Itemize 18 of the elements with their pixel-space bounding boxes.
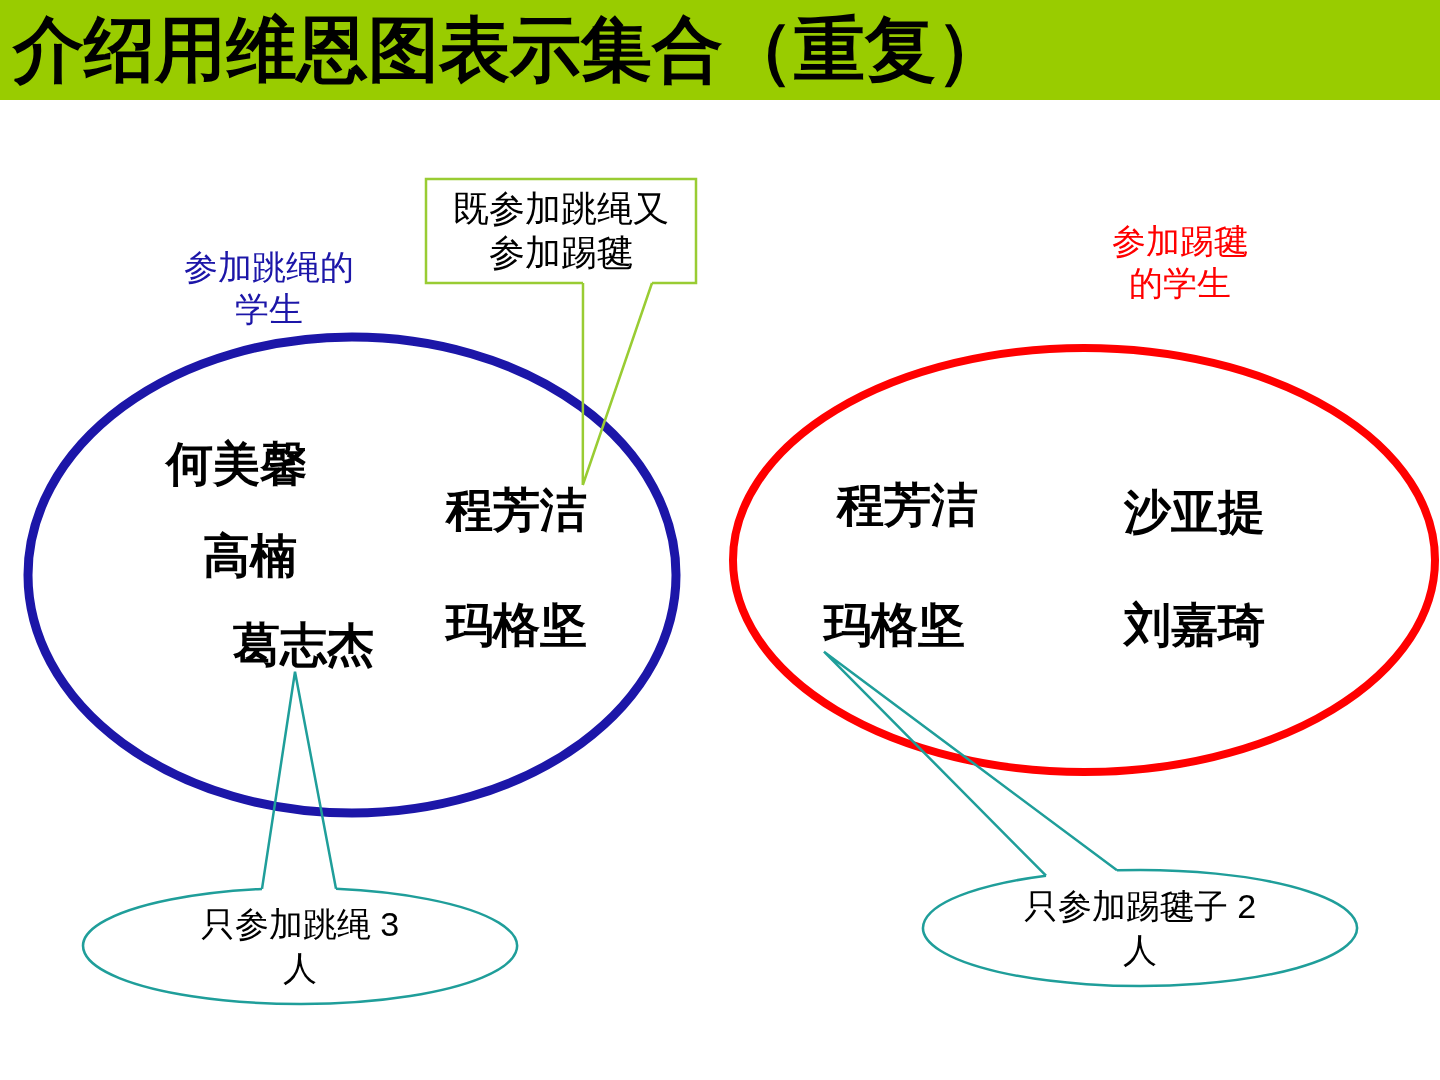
- student-name: 高楠: [203, 531, 297, 583]
- set-label: 参加踢毽的学生: [1111, 221, 1249, 304]
- callout-pointer: [260, 670, 338, 891]
- title: 介绍用维恩图表示集合（重复）: [13, 10, 1007, 91]
- callout-text: 只参加跳绳 3 人: [199, 904, 401, 989]
- callout-pointer: [581, 281, 654, 487]
- student-name: 葛志杰: [233, 620, 374, 672]
- student-name: 程芳洁: [837, 480, 978, 532]
- student-name: 沙亚提: [1124, 487, 1265, 539]
- student-name: 刘嘉琦: [1124, 600, 1265, 652]
- callout-box: 既参加跳绳又参加踢毽: [425, 178, 697, 284]
- student-name: 玛格坚: [824, 600, 965, 652]
- student-name: 程芳洁: [446, 485, 587, 537]
- set-label: 参加跳绳的学生: [182, 247, 355, 330]
- callout-text: 只参加踢毽子 2 人: [1022, 886, 1258, 971]
- student-name: 玛格坚: [446, 600, 587, 652]
- callout-pointer: [822, 650, 1119, 877]
- student-name: 何美馨: [166, 439, 307, 491]
